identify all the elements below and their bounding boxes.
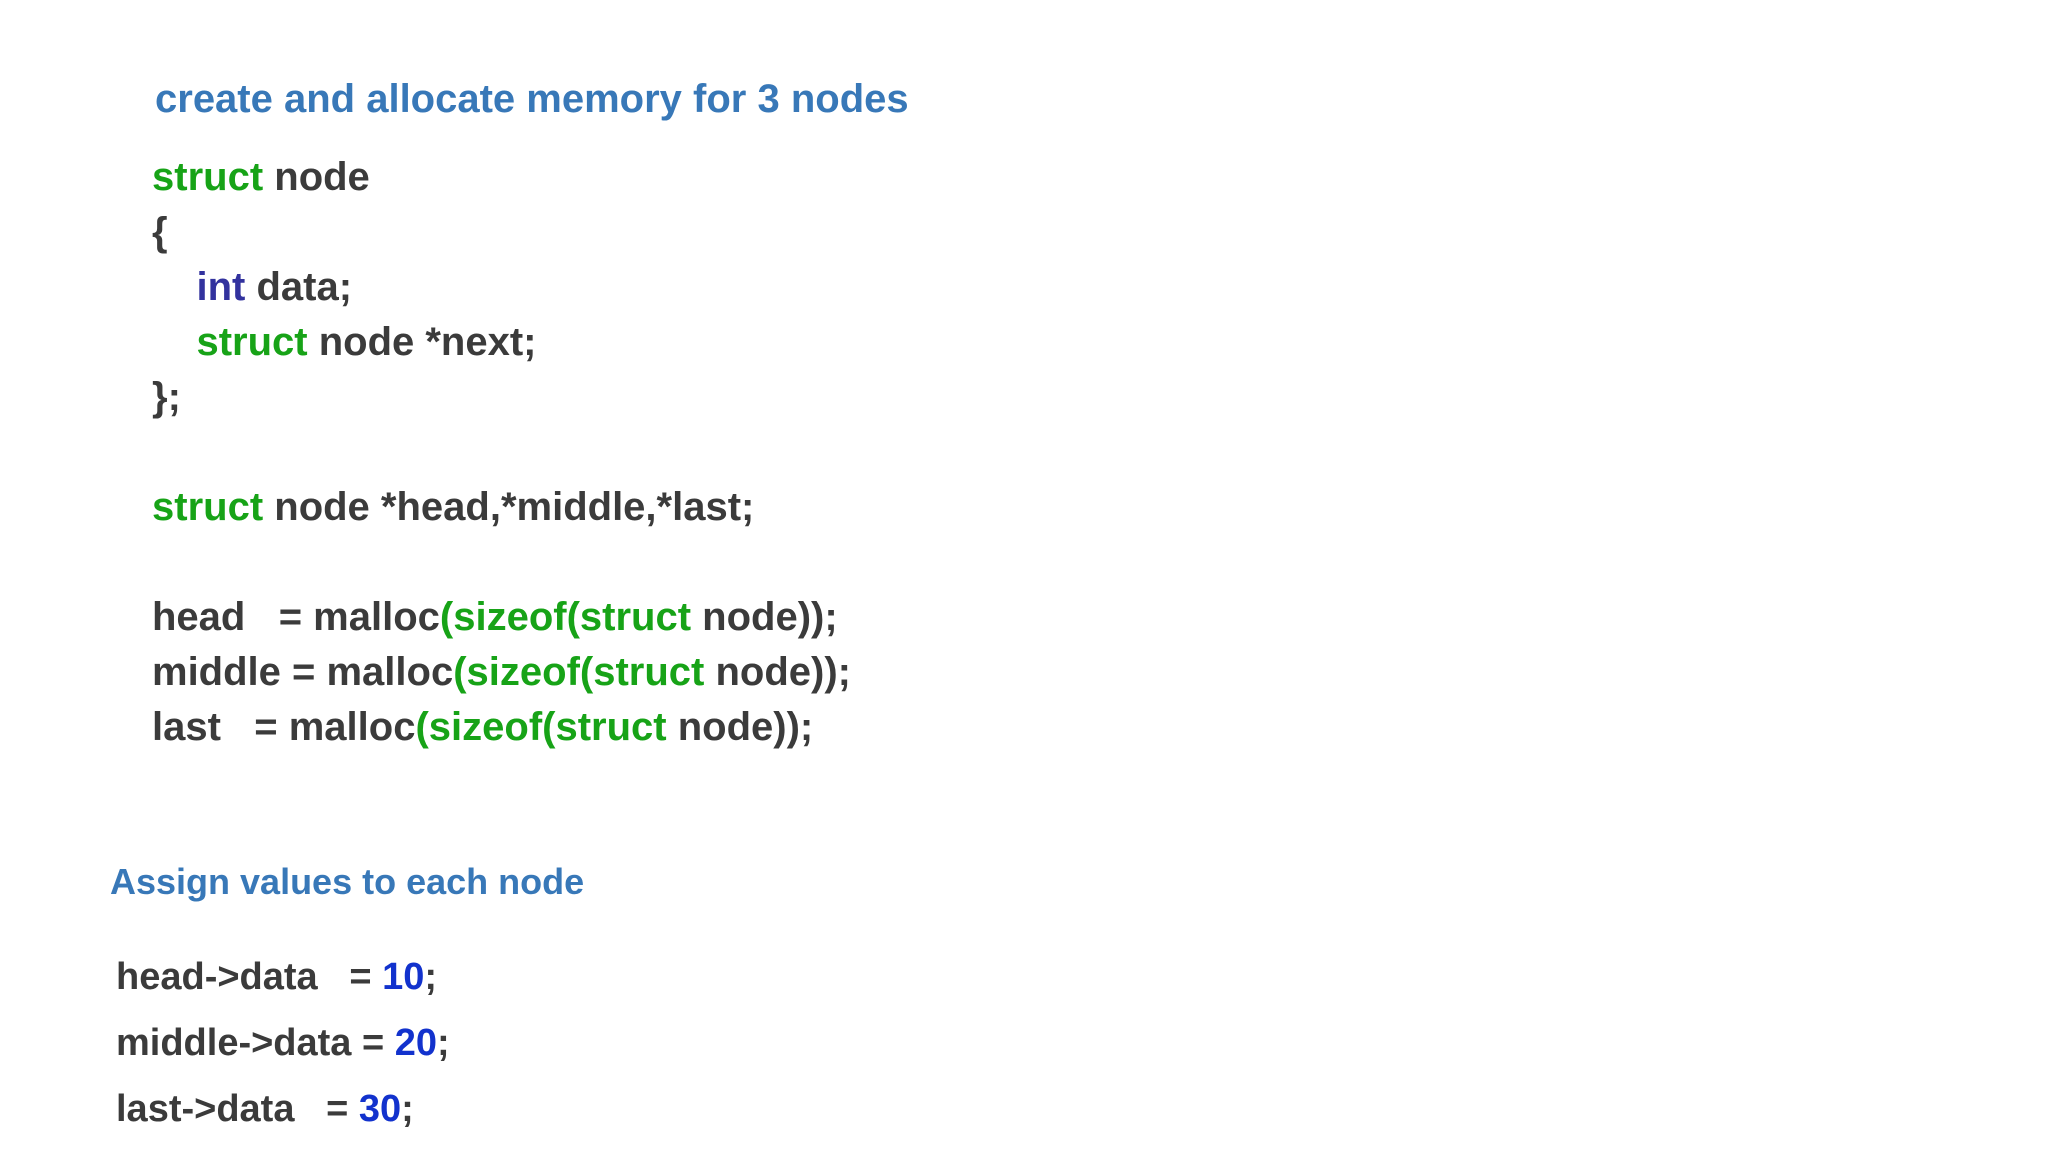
code-token-plain: node)); (666, 705, 814, 749)
code-token-plain: node *next; (307, 320, 537, 364)
code-token-plain: node (263, 155, 370, 199)
code-token-plain: middle = malloc (152, 650, 454, 694)
code-line: }; (152, 370, 851, 425)
section2-heading: Assign values to each node (110, 861, 585, 902)
code-token-plain: head->data = (116, 956, 383, 998)
code-token-green: struct (152, 485, 264, 529)
code-token-green: (sizeof(struct (453, 650, 705, 694)
code-token-num: 10 (382, 956, 425, 998)
code-token-num: 20 (394, 1022, 438, 1064)
code-line: { (152, 205, 851, 260)
code-token-navy: int (196, 265, 246, 309)
code-token-plain (152, 320, 196, 364)
code-line: last->data = 30; (116, 1076, 450, 1142)
code-token-plain: node)); (691, 595, 838, 639)
code-line: last = malloc(sizeof(struct node)); (152, 700, 851, 755)
code-line: head = malloc(sizeof(struct node)); (152, 590, 851, 645)
code-line: struct node (152, 150, 851, 205)
code-token-green: struct (152, 155, 264, 199)
code-token-plain: last = malloc (152, 705, 416, 749)
code-line: int data; (152, 260, 851, 315)
code-token-plain: middle->data = (116, 1022, 395, 1064)
code-line (152, 535, 851, 590)
code-line: middle->data = 20; (116, 1010, 450, 1076)
section2-code-block: head->data = 10;middle->data = 20;last->… (116, 944, 450, 1142)
code-token-plain: node *head,*middle,*last; (263, 485, 755, 529)
code-token-plain: }; (152, 375, 181, 419)
code-line: struct node *head,*middle,*last; (152, 480, 851, 535)
section1-heading: create and allocate memory for 3 nodes (155, 77, 909, 121)
code-token-plain: ; (401, 1088, 414, 1130)
code-token-plain (152, 265, 196, 309)
code-token-green: (sizeof(struct (415, 705, 667, 749)
code-token-plain: data; (245, 265, 353, 309)
code-token-plain: head = malloc (152, 595, 440, 639)
code-token-plain: last->data = (116, 1088, 359, 1130)
code-token-plain: { (152, 210, 168, 254)
code-line: head->data = 10; (116, 944, 450, 1010)
code-token-plain: ; (424, 956, 438, 998)
code-token-green: struct (196, 320, 308, 364)
section1-code-block: struct node { int data; struct node *next… (152, 150, 851, 755)
code-token-green: (sizeof(struct (439, 595, 692, 639)
code-line: struct node *next; (152, 315, 851, 370)
code-token-plain: node)); (704, 650, 851, 694)
code-line (152, 425, 851, 480)
code-line: middle = malloc(sizeof(struct node)); (152, 645, 851, 700)
code-token-num: 30 (358, 1088, 402, 1130)
code-token-plain: ; (437, 1022, 450, 1064)
